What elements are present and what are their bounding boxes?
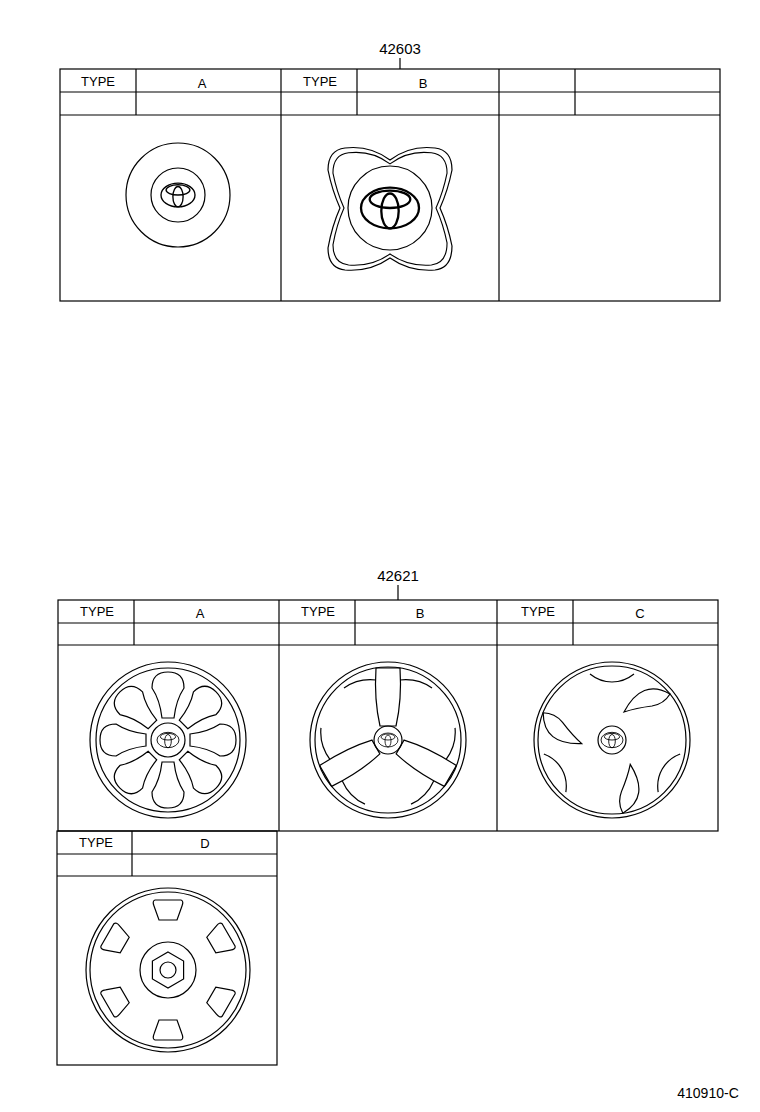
type-letter: A [198, 77, 207, 90]
type-letter: B [419, 77, 428, 90]
table-header: TYPE [81, 75, 115, 88]
table-header: TYPE [301, 605, 335, 618]
type-letter: C [635, 607, 644, 620]
table-header: TYPE [521, 605, 555, 618]
drawing-number: 410910-C [677, 1086, 739, 1100]
table-header: TYPE [79, 836, 113, 849]
part-number: 42621 [377, 568, 419, 583]
type-letter: B [416, 607, 425, 620]
table-header: TYPE [80, 605, 114, 618]
table-header: TYPE [303, 75, 337, 88]
type-letter: A [196, 607, 205, 620]
part-number: 42603 [379, 41, 421, 56]
type-letter: D [200, 837, 209, 850]
